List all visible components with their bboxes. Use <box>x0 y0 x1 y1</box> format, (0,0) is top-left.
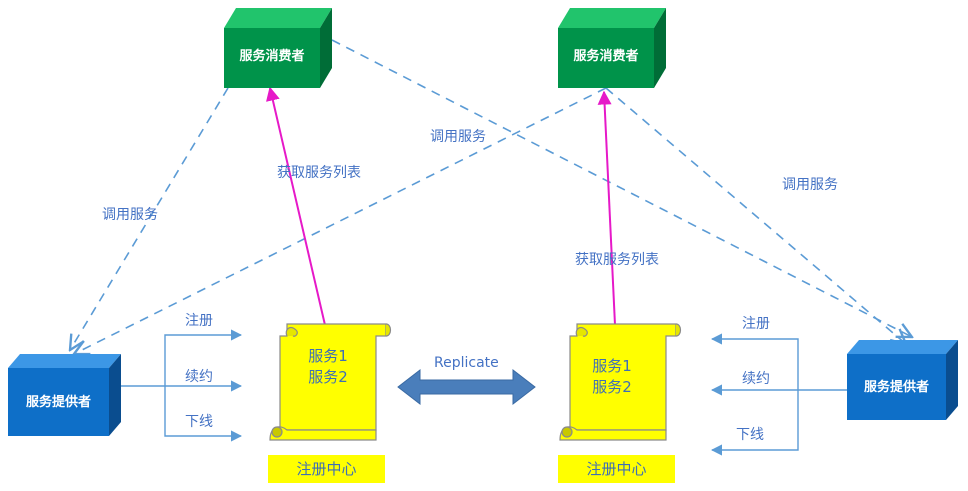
fetch-label-left: 获取服务列表 <box>277 165 361 181</box>
register-arrow-left <box>164 329 243 386</box>
consumer-cube-right <box>558 8 666 88</box>
registry-services-right: 服务1 服务2 <box>576 356 648 398</box>
register-label-left: 注册 <box>185 313 213 329</box>
provider-label-left: 服务提供者 <box>25 395 91 410</box>
offline-label-right: 下线 <box>736 427 764 443</box>
lifecycle-right <box>710 333 850 456</box>
fetch-arrow-left <box>266 86 326 326</box>
renew-label-right: 续约 <box>742 371 770 387</box>
consumer-cube-left <box>224 8 332 88</box>
provider-cube-right <box>847 340 958 420</box>
service-item: 服务1 <box>308 347 348 365</box>
consumer-label-left: 服务消费者 <box>239 49 305 64</box>
service-item: 服务1 <box>592 357 632 375</box>
registry-scroll-left <box>269 323 392 441</box>
invoke-label-right: 调用服务 <box>782 177 838 193</box>
registry-services-left: 服务1 服务2 <box>292 346 364 388</box>
provider-cube-left <box>8 354 121 436</box>
offline-arrow-left <box>164 386 243 442</box>
fetch-label-right: 获取服务列表 <box>575 252 659 268</box>
invoke-line-c1-p1 <box>70 87 229 350</box>
invoke-line-c1-p2 <box>331 39 912 337</box>
invoke-label-middle: 调用服务 <box>430 129 486 145</box>
lifecycle-left <box>119 329 243 442</box>
renew-label-left: 续约 <box>185 369 213 385</box>
provider-label-right: 服务提供者 <box>863 380 929 395</box>
replicate-label: Replicate <box>434 355 499 371</box>
register-arrow-right <box>710 333 799 390</box>
offline-label-left: 下线 <box>185 414 213 430</box>
fetch-arrow-right <box>597 90 616 326</box>
service-item: 服务2 <box>308 368 348 386</box>
registry-scroll-right <box>559 323 682 441</box>
invoke-line-c2-p2 <box>605 87 906 344</box>
fetch-arrows <box>266 86 616 326</box>
invoke-label-left: 调用服务 <box>102 207 158 223</box>
offline-arrow-right <box>710 390 799 456</box>
replicate-arrow <box>397 368 536 406</box>
registry-label-right: 注册中心 <box>558 455 675 483</box>
invoke-line-c2-p1 <box>74 87 607 354</box>
registry-label-left: 注册中心 <box>268 455 385 483</box>
service-item: 服务2 <box>592 378 632 396</box>
consumer-label-right: 服务消费者 <box>573 49 639 64</box>
register-label-right: 注册 <box>742 316 770 332</box>
invoke-lines <box>70 39 912 354</box>
